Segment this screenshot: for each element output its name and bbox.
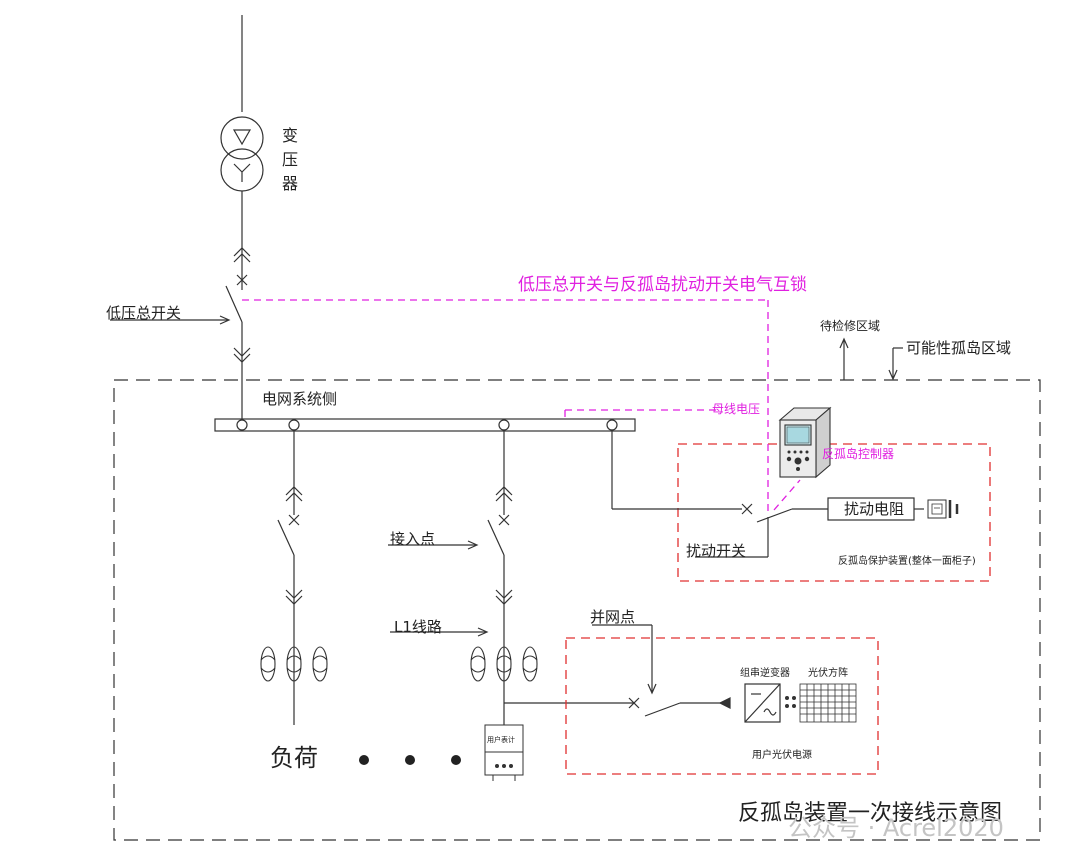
possible-island-area-label: 可能性孤岛区域: [906, 339, 1012, 357]
user-pv-boundary: [565, 637, 879, 775]
grid-side-label: 电网系统侧: [262, 390, 338, 408]
controller-label: 反孤岛控制器: [822, 447, 895, 461]
grid-connection-point-label: 并网点: [590, 608, 636, 626]
string-inverter-label: 组串逆变器: [740, 668, 790, 679]
maintenance-area-label: 待检修区域: [820, 319, 881, 333]
transformer-upper-winding: [220, 116, 264, 160]
main-switch-blade: [225, 285, 243, 323]
user-meter-label: 用户表计: [487, 736, 515, 744]
busbar: [214, 418, 636, 432]
load-label: 负荷: [270, 744, 318, 772]
main-connector-upper: [233, 247, 251, 263]
anti-island-controller-device: [778, 406, 832, 479]
protection-device-boundary: [677, 443, 991, 582]
access-point-label: 接入点: [390, 530, 436, 548]
interlock-label: 低压总开关与反孤岛扰动开关电气互锁: [518, 275, 807, 295]
load-ellipsis: [359, 755, 461, 765]
user-pv-source-label: 用户光伏电源: [752, 750, 812, 761]
left-ct-group: [260, 646, 328, 682]
watermark: 公众号 · Acrel2020: [788, 814, 1004, 842]
pv-array-label: 光伏方阵: [808, 668, 848, 679]
bus-voltage-label: 母线电压: [712, 402, 761, 416]
l1-line-label: L1线路: [394, 618, 442, 636]
main-switch-label: 低压总开关: [106, 304, 182, 322]
disturb-resistor-label: 扰动电阻: [844, 500, 905, 518]
user-meter-box: [484, 724, 524, 781]
main-connector-lower: [233, 347, 251, 363]
main-cross-mark: [236, 274, 248, 286]
pv-array-grid: [799, 683, 857, 723]
protection-device-label: 反孤岛保护装置(整体一面柜子): [838, 556, 976, 567]
disturb-switch-label: 扰动开关: [686, 542, 747, 560]
island-area-boundary: [113, 379, 1041, 841]
transformer-delta-symbol: [232, 129, 252, 146]
transformer-label: 变压器: [282, 126, 299, 193]
transformer-wye-symbol: [233, 163, 251, 182]
transformer-lower-winding: [220, 148, 264, 192]
string-inverter-box: [744, 683, 781, 723]
middle-ct-group: [470, 646, 538, 682]
diagram-title: 反孤岛装置一次接线示意图: [738, 801, 1003, 826]
